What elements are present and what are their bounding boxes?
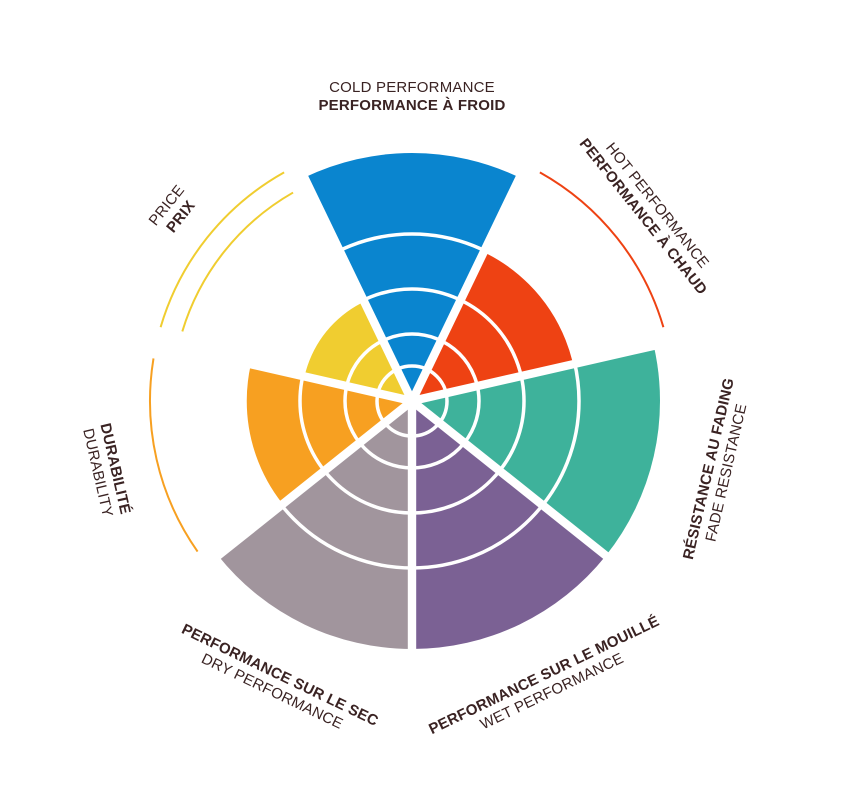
label-fade: RÉSISTANCE AU FADINGFADE RESISTANCE — [680, 376, 755, 565]
outline-arc-hot — [539, 171, 665, 328]
label-hot: HOT PERFORMANCEPERFORMANCE À CHAUD — [576, 124, 725, 298]
inner-outline-arc-price — [181, 191, 294, 332]
segment-dry — [218, 401, 412, 649]
segment-wet — [412, 401, 606, 649]
label-durability: DURABILITÉDURABILITY — [79, 422, 134, 520]
label-price: PRICEPRIX — [146, 182, 203, 240]
label-en-hot: HOT PERFORMANCE — [602, 140, 712, 272]
label-fr-cold: PERFORMANCE À FROID — [318, 97, 505, 114]
label-fr-hot: PERFORMANCE À CHAUD — [576, 135, 711, 298]
segment-durability — [245, 363, 412, 506]
separator-0 — [298, 170, 416, 403]
outline-arc-price — [159, 171, 285, 328]
separator-5 — [210, 397, 415, 563]
separator-1 — [408, 170, 526, 403]
segment-cold — [304, 153, 520, 401]
label-en-cold: COLD PERFORMANCE — [329, 79, 495, 96]
center-hub — [407, 396, 417, 406]
separator-6 — [163, 340, 413, 406]
segment-fade — [412, 345, 660, 556]
outline-arc-durability — [149, 358, 199, 553]
separator-3 — [409, 397, 614, 563]
separator-2 — [411, 340, 661, 406]
